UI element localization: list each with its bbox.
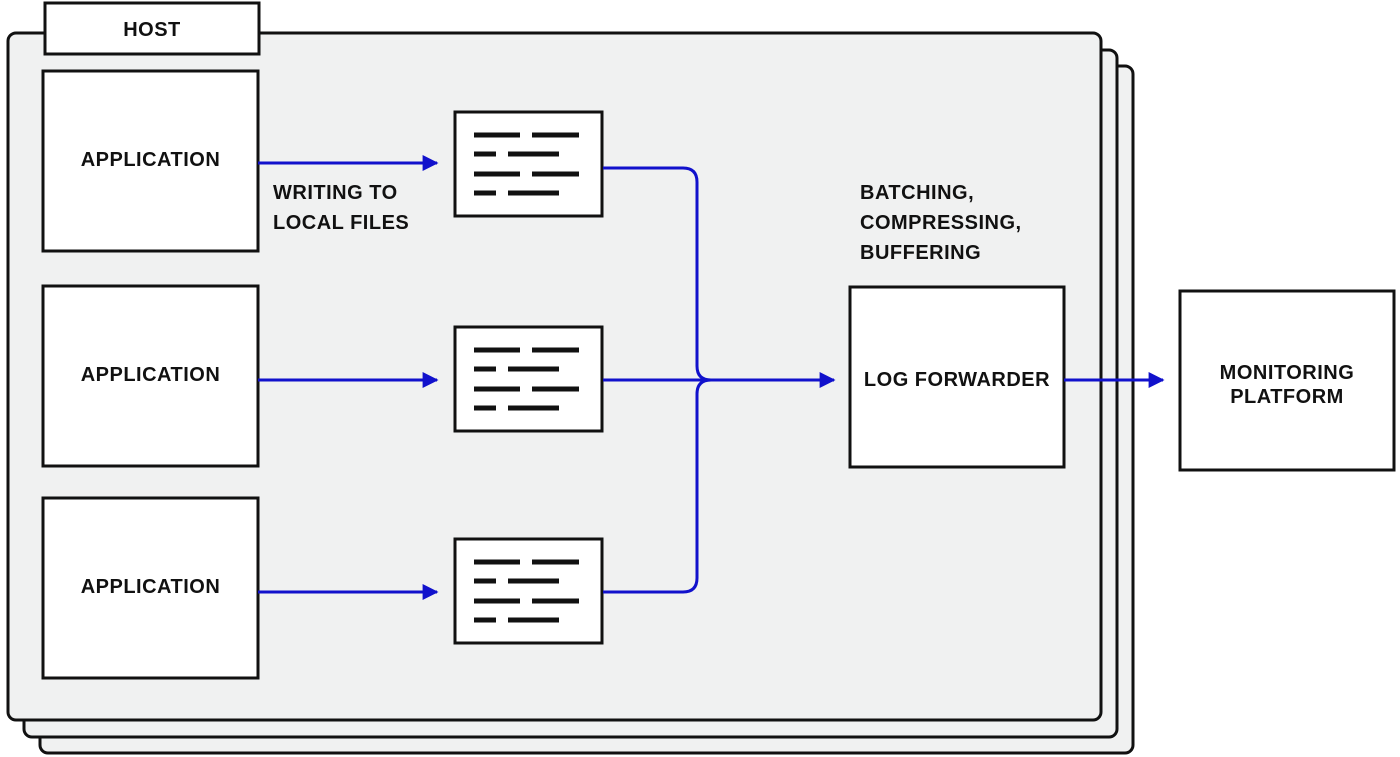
- log-forwarder-label: LOG FORWARDER: [864, 369, 1050, 391]
- log-forwarder-box: LOG FORWARDER: [848, 285, 1066, 469]
- log-file-icon: [453, 537, 604, 645]
- writing-annotation-line2: LOCAL FILES: [273, 212, 409, 234]
- writing-annotation-line1: WRITING TO: [273, 182, 398, 204]
- connector-file1-merge: [603, 166, 712, 382]
- application-box-2: APPLICATION: [41, 284, 260, 468]
- log-file-icon: [453, 325, 604, 433]
- application-label: APPLICATION: [81, 576, 221, 598]
- connector-file3-merge: [603, 378, 712, 594]
- host-tab: HOST: [43, 1, 261, 56]
- application-label: APPLICATION: [81, 149, 221, 171]
- monitoring-platform-label-line1: MONITORING: [1220, 362, 1355, 384]
- forwarder-annotation-line2: COMPRESSING,: [860, 212, 1022, 234]
- application-label: APPLICATION: [81, 364, 221, 386]
- monitoring-platform-box: MONITORING PLATFORM: [1178, 289, 1396, 472]
- application-box-1: APPLICATION: [41, 69, 260, 253]
- log-file-icon: [453, 110, 604, 218]
- monitoring-platform-label-line2: PLATFORM: [1230, 386, 1344, 408]
- host-tab-label: HOST: [123, 19, 181, 41]
- application-box-3: APPLICATION: [41, 496, 260, 680]
- forwarder-annotation-line3: BUFFERING: [860, 242, 981, 264]
- forwarder-annotation-line1: BATCHING,: [860, 182, 974, 204]
